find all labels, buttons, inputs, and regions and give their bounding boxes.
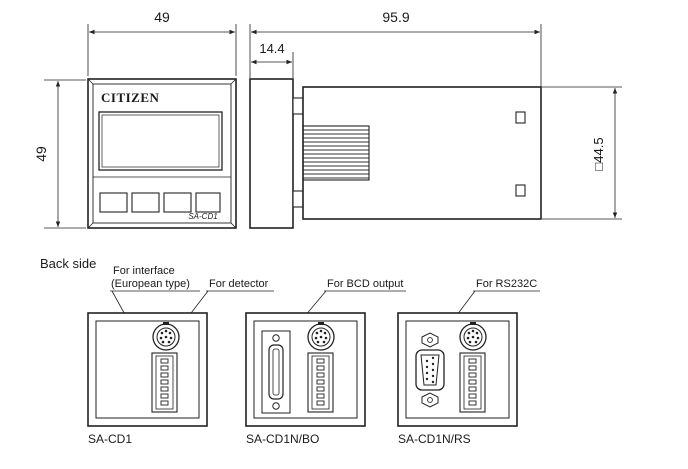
callout-detector: For detector — [209, 278, 269, 290]
back-panel-sa-cd1n-rs — [397, 312, 518, 427]
back-panel-sa-cd1n-bo — [245, 312, 366, 427]
model-name-3: SA-CD1N/RS — [398, 432, 471, 446]
callout-bcd: For BCD output — [327, 278, 403, 290]
callout-interface-line2: (European type) — [111, 278, 190, 290]
mounting-clip-top — [292, 97, 304, 115]
model-name-2: SA-CD1N/BO — [246, 432, 319, 446]
length-dimension: 95.9 — [382, 9, 409, 25]
rs232c-connector — [415, 332, 445, 408]
front-key-4 — [195, 192, 221, 213]
callout-rs232c: For RS232C — [476, 278, 537, 290]
callout-interface-line1: For interface — [113, 265, 175, 277]
brand-logo: CITIZEN — [101, 90, 160, 105]
bcd-output-connector — [261, 330, 291, 414]
interface-terminal-block — [307, 352, 334, 413]
interface-terminal-block — [151, 352, 178, 413]
side-slot-bottom — [515, 184, 526, 197]
detector-connector — [307, 322, 335, 351]
side-slot-top — [515, 111, 526, 124]
front-key-3 — [163, 192, 192, 213]
front-height-dimension: 49 — [33, 146, 49, 162]
back-panel-sa-cd1 — [87, 312, 208, 427]
display-window — [98, 111, 223, 171]
detector-connector — [459, 322, 487, 351]
model-label: SA-CD1 — [188, 212, 217, 221]
front-width-dimension: 49 — [154, 9, 170, 25]
model-name-1: SA-CD1 — [88, 432, 132, 446]
back-side-section: Back side For interface (European type) … — [40, 256, 540, 446]
front-key-2 — [131, 192, 160, 213]
front-key-1 — [99, 192, 128, 213]
ribbed-collar — [302, 125, 370, 181]
back-side-heading: Back side — [40, 256, 96, 271]
mounting-clip-bottom — [292, 190, 304, 208]
detector-connector — [152, 322, 180, 351]
side-view: 95.9 14.4 □44.5 — [249, 9, 622, 229]
square-dimension: □44.5 — [591, 137, 606, 170]
side-bezel — [249, 78, 294, 229]
interface-terminal-block — [459, 352, 486, 413]
front-depth-dimension: 14.4 — [259, 41, 284, 56]
front-view: 49 49 CITIZEN SA-CD1 — [33, 9, 237, 229]
